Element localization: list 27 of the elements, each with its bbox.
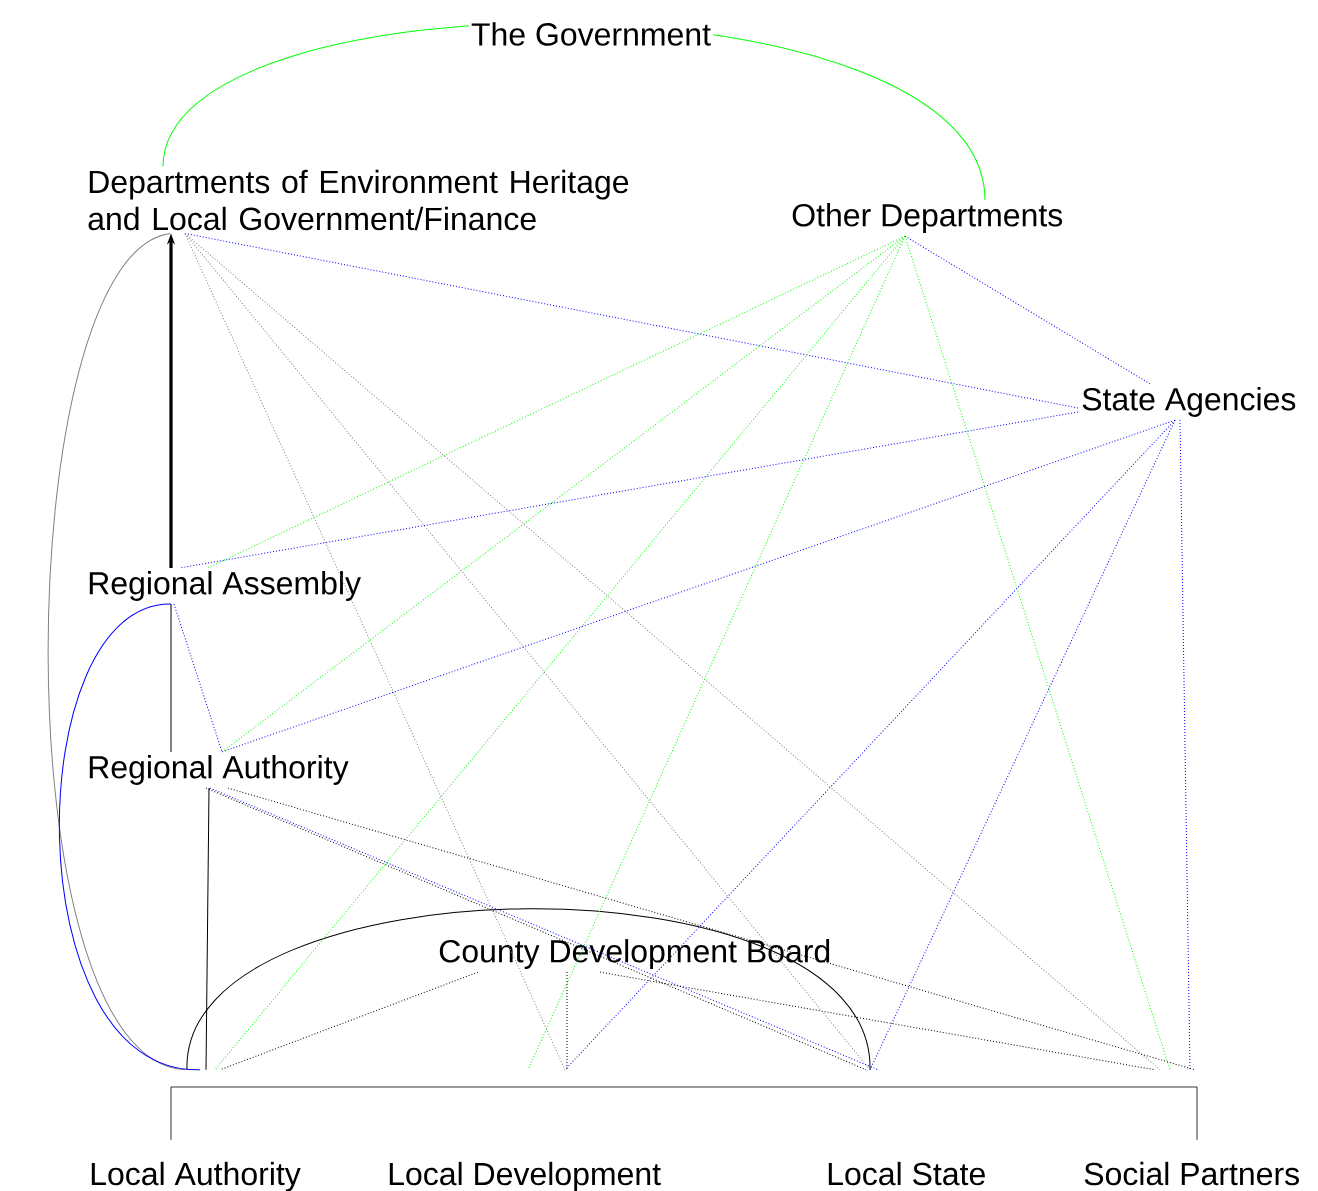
connector-line (205, 787, 210, 1071)
connector-line (179, 411, 1079, 569)
curved-connector (47, 232, 186, 1071)
connector-line (904, 235, 1171, 1071)
connector-line (227, 787, 1196, 1071)
node-label: Departments of Environment Heritage and Local Government/Finance (88, 169, 629, 231)
node-label: Social Partners (1084, 1161, 1299, 1186)
curved-connector (186, 908, 871, 1071)
node-label: Local Development (389, 1161, 661, 1191)
node-label: Regional Assembly (89, 571, 361, 601)
node-label: Local Authority (91, 1161, 301, 1191)
connector-line (219, 971, 479, 1071)
node-label: State Agencies (1082, 387, 1296, 417)
connector-line (1179, 419, 1191, 1071)
connector-line (904, 235, 1151, 385)
node-label: Other Departments (792, 203, 1063, 233)
connector-line (869, 419, 1176, 1071)
connector-line (184, 232, 1161, 1071)
connector-line (599, 971, 1156, 1071)
curved-connector (59, 603, 201, 1071)
edge-label: The Government (468, 20, 714, 48)
connector-line (173, 603, 223, 753)
node-label: Local State (828, 1161, 985, 1186)
connector-line (170, 603, 172, 753)
connector-line (564, 419, 1176, 1071)
node-label: Regional Authority (89, 755, 349, 785)
connector-line (566, 971, 568, 1071)
